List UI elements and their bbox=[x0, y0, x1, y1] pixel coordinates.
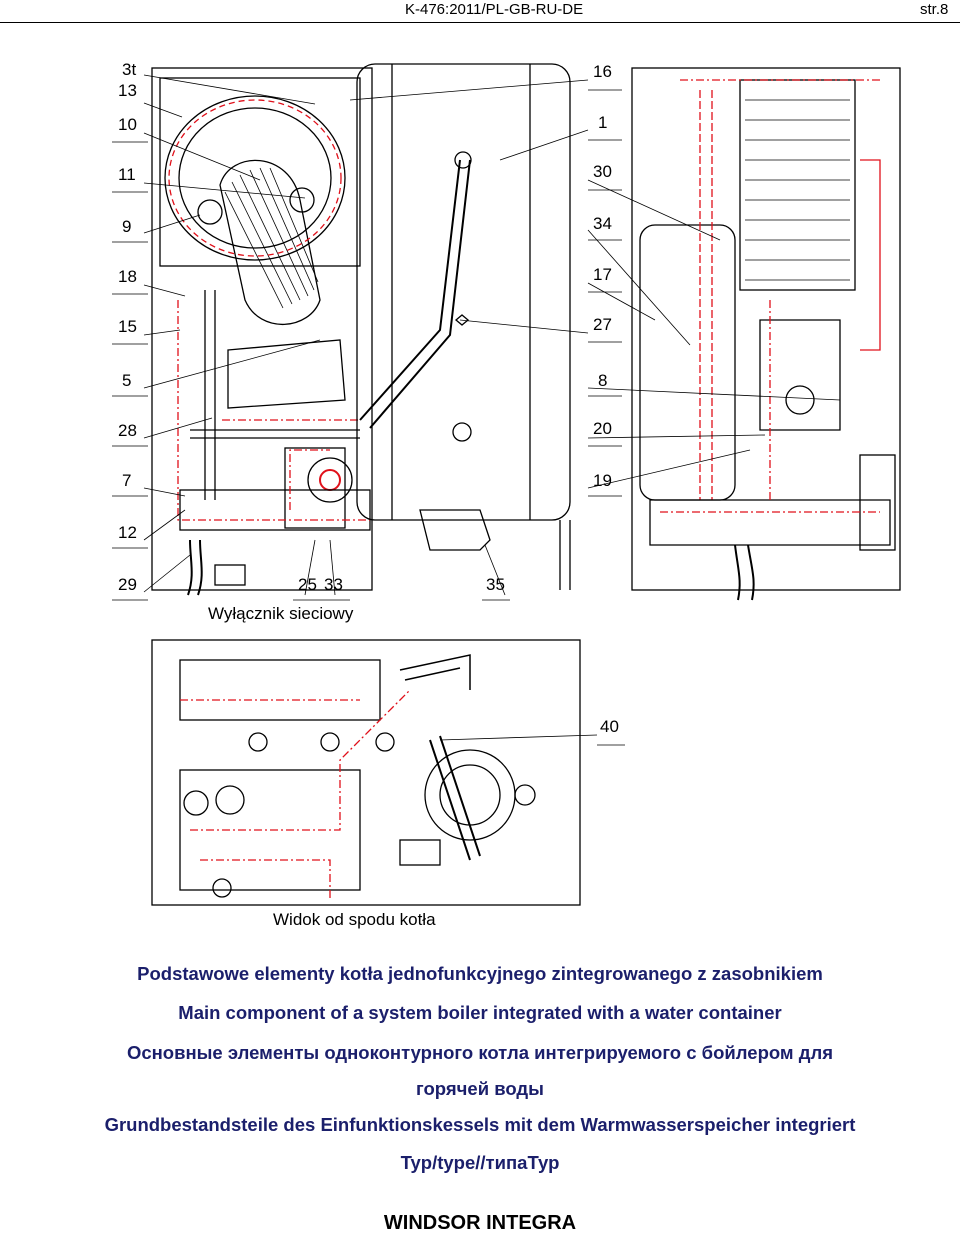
callout-25: 25 bbox=[298, 575, 317, 594]
callout-5: 5 bbox=[122, 371, 132, 390]
title-pl: Podstawowe elementy kotła jednofunkcyjne… bbox=[137, 963, 823, 984]
callout-9: 9 bbox=[122, 217, 132, 236]
callout-28: 28 bbox=[118, 421, 137, 440]
callout-27: 27 bbox=[593, 315, 612, 334]
callout-16: 16 bbox=[593, 62, 612, 81]
front-casing bbox=[151, 67, 373, 591]
title-de: Grundbestandsteile des Einfunktionskesse… bbox=[104, 1114, 856, 1135]
callout-17: 17 bbox=[593, 265, 612, 284]
document-code: K-476:2011/PL-GB-RU-DE bbox=[405, 1, 584, 18]
title-type: Typ/type//типаТур bbox=[400, 1152, 560, 1173]
callout-29: 29 bbox=[118, 575, 137, 594]
callout-7: 7 bbox=[122, 471, 132, 490]
callout-8: 8 bbox=[598, 371, 608, 390]
callout-33: 33 bbox=[324, 575, 343, 594]
callout-34: 34 bbox=[593, 214, 612, 233]
page-number: str.8 bbox=[920, 1, 949, 18]
callout-18: 18 bbox=[118, 267, 137, 286]
callout-20: 20 bbox=[593, 419, 612, 438]
callout-35: 35 bbox=[486, 575, 505, 594]
title-en: Main component of a system boiler integr… bbox=[178, 1002, 782, 1023]
side-casing bbox=[631, 67, 901, 591]
callout-40: 40 bbox=[600, 717, 619, 736]
callout-3t: 3t bbox=[122, 60, 137, 79]
page-header: K-476:2011/PL-GB-RU-DE str.8 bbox=[0, 0, 960, 23]
bottom-view-caption: Widok od spodu kotła bbox=[273, 910, 436, 929]
power-switch-caption: Wyłącznik sieciowy bbox=[208, 604, 354, 623]
title-ru-line1: Основные элементы одноконтурного котла и… bbox=[126, 1042, 834, 1063]
callout-30: 30 bbox=[593, 162, 612, 181]
callout-15: 15 bbox=[118, 317, 137, 336]
boiler-diagram bbox=[112, 63, 901, 906]
callout-13: 13 bbox=[118, 81, 137, 100]
callout-10: 10 bbox=[118, 115, 137, 134]
model-name: WINDSOR INTEGRA bbox=[383, 1212, 577, 1234]
title-ru-line2: горячей воды bbox=[416, 1078, 544, 1099]
callout-11: 11 bbox=[118, 165, 136, 184]
bottom-view-casing bbox=[151, 639, 581, 906]
callout-1: 1 bbox=[598, 113, 608, 132]
callout-12: 12 bbox=[118, 523, 137, 542]
callout-19: 19 bbox=[593, 471, 612, 490]
